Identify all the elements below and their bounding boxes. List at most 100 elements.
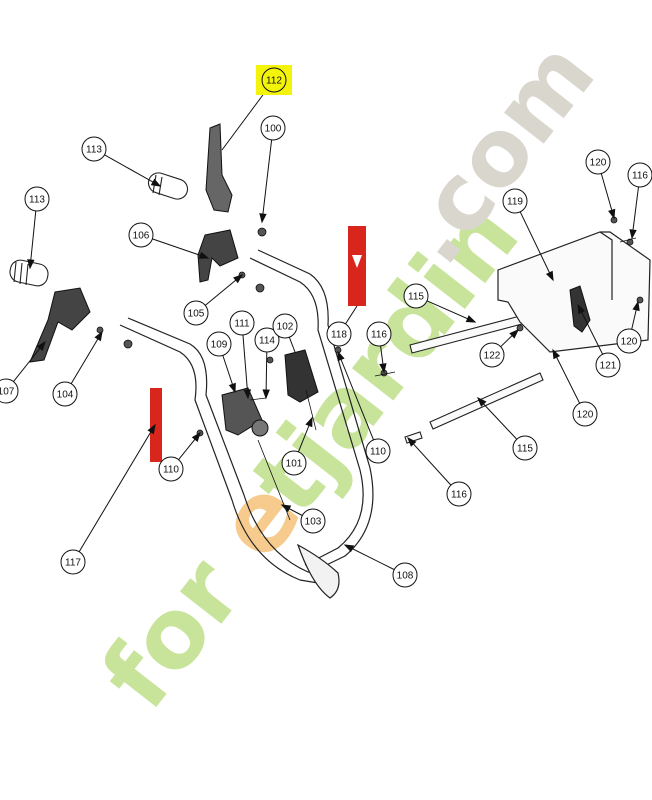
- callout-label: 115: [408, 292, 424, 303]
- grips: [9, 172, 189, 287]
- callout-104[interactable]: 104: [52, 381, 78, 407]
- callout-label: 117: [65, 558, 81, 569]
- leader-line-115: [477, 397, 518, 440]
- callout-122[interactable]: 122: [479, 342, 505, 368]
- leader-line-112: [221, 89, 268, 151]
- callout-label: 122: [484, 351, 501, 362]
- leader-line-104: [70, 331, 103, 384]
- leader-arrow-119: [545, 270, 554, 282]
- callout-label: 107: [0, 387, 15, 398]
- callout-label: 114: [259, 336, 275, 347]
- leader-arrow-106: [198, 251, 210, 259]
- callout-106[interactable]: 106: [128, 222, 154, 248]
- callout-circle: [572, 401, 598, 427]
- callout-113[interactable]: 113: [81, 136, 107, 162]
- leader-line-116: [407, 437, 452, 486]
- callout-circle: [446, 481, 472, 507]
- callout-109[interactable]: 109: [206, 331, 232, 357]
- callout-116[interactable]: 116: [627, 162, 652, 188]
- leader-arrow-120: [552, 348, 561, 360]
- leader-arrow-108: [343, 544, 355, 553]
- leader-arrow-107: [36, 340, 46, 351]
- callout-circle: [0, 378, 19, 404]
- leader-arrow-120: [608, 208, 616, 220]
- callout-116[interactable]: 116: [366, 321, 392, 347]
- callout-108[interactable]: 108: [392, 562, 418, 588]
- leader-arrow-101: [305, 416, 313, 428]
- callout-115[interactable]: 115: [403, 283, 429, 309]
- leader-arrow-104: [94, 330, 103, 342]
- leader-arrow-116: [629, 229, 637, 240]
- callout-label: 120: [621, 337, 638, 348]
- callout-120[interactable]: 120: [616, 328, 642, 354]
- leader-arrow-116: [407, 436, 417, 447]
- callout-103[interactable]: 103: [300, 508, 326, 534]
- callout-118[interactable]: 118: [326, 321, 352, 347]
- callout-label: 115: [517, 444, 533, 455]
- callout-circle: [272, 313, 298, 339]
- callout-116[interactable]: 116: [446, 481, 472, 507]
- callout-label: 109: [211, 340, 228, 351]
- decal-117: [150, 388, 162, 462]
- callout-121[interactable]: 121: [595, 352, 621, 378]
- callout-112[interactable]: 112: [256, 65, 292, 95]
- callout-label: 120: [577, 410, 594, 421]
- callout-111[interactable]: 111: [229, 310, 255, 336]
- callout-102[interactable]: 102: [272, 313, 298, 339]
- callout-circle: [403, 283, 429, 309]
- callout-circle: [479, 342, 505, 368]
- callout-110[interactable]: 110: [158, 456, 184, 482]
- callout-circle: [52, 381, 78, 407]
- callout-120[interactable]: 120: [585, 149, 611, 175]
- callout-circle: [24, 186, 50, 212]
- leader-line-108: [344, 544, 395, 571]
- callout-115[interactable]: 115: [512, 435, 538, 461]
- leader-line-117: [78, 424, 156, 552]
- callout-100[interactable]: 100: [260, 115, 286, 141]
- callout-label: 104: [57, 390, 74, 401]
- leader-line-111: [242, 334, 249, 399]
- callout-110[interactable]: 110: [365, 438, 391, 464]
- callout-label: 102: [277, 322, 294, 333]
- callout-107[interactable]: 107: [0, 378, 19, 404]
- callout-circle: [502, 188, 528, 214]
- callout-114[interactable]: 114: [254, 327, 280, 353]
- callout-circle: [616, 328, 642, 354]
- leader-arrow-117: [147, 423, 156, 435]
- leader-line-100: [261, 139, 273, 223]
- leader-arrow-121: [577, 303, 586, 315]
- hardware: [96, 216, 644, 521]
- leader-arrow-110: [191, 431, 201, 442]
- callout-circle: [365, 438, 391, 464]
- leader-line-115: [426, 300, 476, 323]
- decals: [150, 226, 366, 462]
- callout-circle: [60, 549, 86, 575]
- watermark-for: for: [80, 537, 264, 729]
- leader-line-121: [577, 304, 604, 355]
- callout-circle: [183, 300, 209, 326]
- callout-120[interactable]: 120: [572, 401, 598, 427]
- callout-label: 119: [507, 197, 523, 208]
- callout-circle: [261, 67, 287, 93]
- callout-113[interactable]: 113: [24, 186, 50, 212]
- leader-line-102: [288, 337, 296, 353]
- callout-119[interactable]: 119: [502, 188, 528, 214]
- callout-circle: [627, 162, 652, 188]
- leader-line-120: [552, 349, 581, 404]
- callout-105[interactable]: 105: [183, 300, 209, 326]
- leader-line-119: [519, 211, 554, 281]
- callout-label: 112: [266, 76, 282, 87]
- callout-label: 118: [331, 330, 347, 341]
- leader-arrow-114: [262, 389, 270, 400]
- callout-label: 105: [188, 309, 205, 320]
- callout-circle: [326, 321, 352, 347]
- callout-117[interactable]: 117: [60, 549, 86, 575]
- callout-label: 121: [600, 361, 617, 372]
- leader-arrow-111: [243, 389, 252, 400]
- callout-label: 108: [397, 571, 414, 582]
- callout-101[interactable]: 101: [281, 450, 307, 476]
- callout-label: 111: [234, 319, 250, 330]
- leader-arrow-120: [632, 300, 640, 312]
